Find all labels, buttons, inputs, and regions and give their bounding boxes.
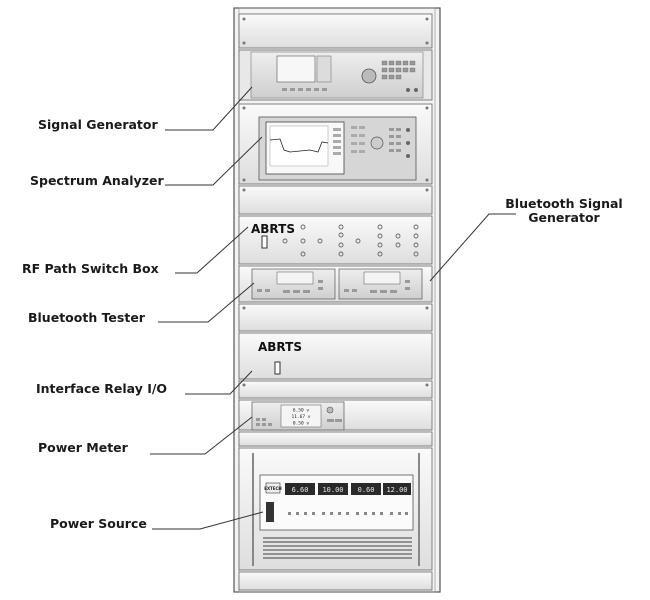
- label-bluetooth-tester: Bluetooth Tester: [28, 310, 145, 325]
- top-blank-panel: [238, 13, 433, 49]
- spectrum-analyzer-unit: [238, 103, 433, 185]
- power-source-unit: EXTECH 6.60 10.00 0.60 12.00: [238, 447, 433, 571]
- spacer-panel-1: [238, 185, 433, 215]
- power-source-readout-2: 10.00: [322, 486, 343, 494]
- power-meter-readout-1: 6.50 v: [293, 408, 310, 414]
- power-source-readout-3: 0.60: [358, 486, 375, 494]
- spacer-panel-2: [238, 303, 433, 332]
- spacer-panel-4: [238, 431, 433, 447]
- callout-line-bluetooth-tester: [158, 282, 255, 323]
- label-signal-generator: Signal Generator: [38, 117, 158, 132]
- callout-line-interface-relay-io: [185, 370, 253, 395]
- callout-line-signal-generator: [165, 86, 253, 131]
- callout-line-power-source: [152, 511, 264, 530]
- label-rf-path-switch-box: RF Path Switch Box: [22, 261, 159, 276]
- power-meter-readout-3: 0.50 v: [293, 421, 310, 427]
- signal-generator-unit: [238, 49, 433, 101]
- label-spectrum-analyzer: Spectrum Analyzer: [30, 173, 164, 188]
- power-source-readout-1: 6.60: [292, 486, 309, 494]
- bottom-panel: [238, 571, 433, 591]
- callout-lines: [150, 86, 516, 530]
- power-source-readout-4: 12.00: [386, 486, 407, 494]
- label-bluetooth-signal-generator: Bluetooth Signal Generator: [505, 196, 623, 225]
- label-power-source: Power Source: [50, 516, 147, 531]
- power-meter-unit: 6.50 v 11.67 v 0.50 v: [238, 399, 433, 431]
- interface-relay-io-unit: [238, 332, 433, 380]
- abrts-relay-label: ABRTS: [258, 340, 302, 354]
- rf-path-switch-box-unit: [238, 215, 433, 265]
- callout-line-bluetooth-signal-generator: [429, 213, 516, 282]
- label-power-meter: Power Meter: [38, 440, 128, 455]
- bluetooth-instruments-shelf: [238, 265, 433, 303]
- power-source-brand: EXTECH: [264, 486, 282, 491]
- callout-line-rf-path-switch-box: [175, 226, 249, 274]
- spacer-panel-3: [238, 380, 433, 399]
- callout-line-spectrum-analyzer: [165, 136, 263, 186]
- callout-line-power-meter: [150, 416, 253, 455]
- abrts-switch-box-label: ABRTS: [251, 222, 295, 236]
- power-meter-readout-2: 11.67 v: [292, 414, 311, 420]
- label-interface-relay-io: Interface Relay I/O: [36, 381, 168, 396]
